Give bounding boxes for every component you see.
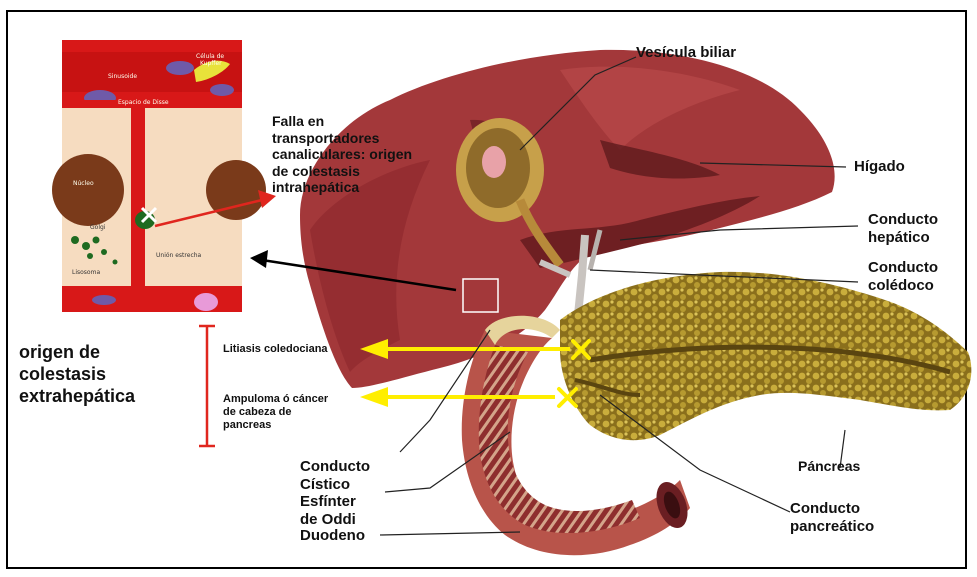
yellow-arrow-ampuloma bbox=[360, 387, 555, 407]
label-extra-line2: colestasis bbox=[19, 364, 135, 386]
label-conducto-hepatico-line2: hepático bbox=[868, 229, 938, 247]
label-conducto-coledoco-line2: colédoco bbox=[868, 277, 938, 295]
label-litiasis-coledociana: Litiasis coledociana bbox=[223, 343, 328, 356]
label-conducto-hepatico-line1: Conducto bbox=[868, 211, 938, 229]
label-falla-line2: transportadores bbox=[272, 130, 412, 147]
label-vesicula-biliar: Vesícula biliar bbox=[636, 44, 736, 62]
label-falla-line5: intrahepática bbox=[272, 179, 412, 196]
label-esfinter-line2: de Oddi bbox=[300, 511, 370, 529]
label-conducto-pancreatico-line2: pancreático bbox=[790, 518, 874, 536]
label-conducto-coledoco-line1: Conducto bbox=[868, 259, 938, 277]
label-extra-line1: origen de bbox=[19, 342, 135, 364]
extrahepatic-bracket bbox=[199, 326, 215, 446]
inset-label-lisosoma: Lisosoma bbox=[72, 269, 100, 276]
label-falla-line3: canaliculares: origen bbox=[272, 146, 412, 163]
label-conducto-coledoco: Conducto colédoco bbox=[868, 259, 938, 294]
label-duodeno: Duodeno bbox=[300, 527, 365, 545]
label-conducto-pancreatico-line1: Conducto bbox=[790, 500, 874, 518]
label-pancreas: Páncreas bbox=[798, 458, 860, 475]
label-conducto-pancreatico: Conducto pancreático bbox=[790, 500, 874, 535]
pancreas bbox=[560, 272, 971, 440]
inset-label-golgi: Golgi bbox=[90, 224, 105, 231]
inset-label-kupffer-2: Kupffer bbox=[200, 60, 222, 67]
label-esfinter-line1: Esfínter bbox=[300, 493, 370, 511]
inset-label-kupffer-1: Célula de bbox=[196, 53, 224, 60]
inset-label-union: Unión estrecha bbox=[156, 252, 201, 259]
label-ampuloma-line2: de cabeza de bbox=[223, 406, 328, 419]
label-falla-line1: Falla en bbox=[272, 113, 412, 130]
inset-label-nucleo: Núcleo bbox=[73, 180, 94, 187]
label-conducto-cistico-line2: Cístico bbox=[300, 476, 370, 494]
inset-label-disse: Espacio de Disse bbox=[118, 99, 169, 106]
label-ampuloma-line1: Ampuloma ó cáncer bbox=[223, 393, 328, 406]
label-extra-line3: extrahepática bbox=[19, 386, 135, 408]
inset-label-sinusoide: Sinusoide bbox=[108, 73, 137, 80]
label-conducto-cistico-esfinter: Conducto Cístico Esfínter de Oddi bbox=[300, 458, 370, 529]
label-ampuloma: Ampuloma ó cáncer de cabeza de pancreas bbox=[223, 393, 328, 432]
leader-duodeno bbox=[380, 532, 520, 535]
label-falla-line4: de colestasis bbox=[272, 163, 412, 180]
label-higado: Hígado bbox=[854, 158, 905, 176]
label-origen-extrahepatica: origen de colestasis extrahepática bbox=[19, 342, 135, 408]
label-falla-transportadores: Falla en transportadores canaliculares: … bbox=[272, 113, 412, 196]
label-ampuloma-line3: pancreas bbox=[223, 419, 328, 432]
label-conducto-hepatico: Conducto hepático bbox=[868, 211, 938, 246]
label-conducto-cistico-line1: Conducto bbox=[300, 458, 370, 476]
